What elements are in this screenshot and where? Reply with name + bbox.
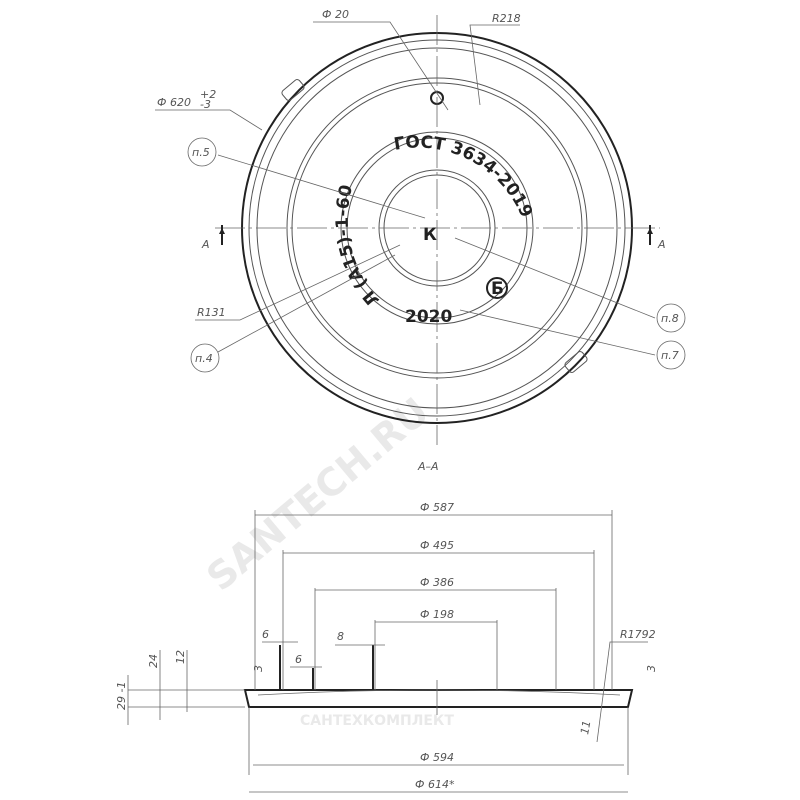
lug-bottom: [564, 351, 588, 373]
section-mark-left: А: [201, 238, 210, 251]
logo: [486, 277, 508, 299]
watermark-secondary: САНТЕХКОМПЛЕКТ: [300, 713, 454, 729]
dim-495: Ф 495: [420, 539, 454, 552]
embossed-year: 2020: [405, 307, 452, 327]
dim-radius-top: R218: [492, 12, 521, 25]
dimension-label: 8: [337, 630, 344, 643]
dimension-label: -3: [200, 98, 211, 111]
callout-4: п.4: [195, 352, 213, 365]
callout-7: п.7: [661, 349, 679, 362]
dimension-label: Б: [491, 279, 504, 299]
dim-radius-r1792: R1792: [620, 628, 656, 641]
dimension-label: 6: [295, 653, 302, 666]
section-title: А–А: [417, 460, 439, 473]
dim-614: Ф 614*: [415, 778, 455, 791]
dimension-label: 3: [252, 665, 265, 672]
callout-8: п.8: [661, 312, 679, 325]
dimension-label: 24: [147, 654, 160, 668]
dim-198: Ф 198: [420, 608, 454, 621]
dimension-label: 29 -1: [115, 682, 128, 710]
plan-view: К Л (А15)-1-60 ГОСТ 3634-2019 2020 Б Ф 2…: [155, 8, 686, 445]
lug-top: [281, 79, 305, 101]
section-mark-right: А: [657, 238, 666, 251]
dimension-label: 3: [645, 665, 658, 672]
dimension-label: 6: [262, 628, 269, 641]
callout-5: п.5: [192, 146, 210, 159]
dim-386: Ф 386: [420, 576, 454, 589]
dimension-label: +2: [200, 88, 216, 101]
embossed-class: Л (А15)-1-60: [333, 183, 384, 310]
dim-hole: Ф 20: [322, 8, 349, 21]
dimension-label: 12: [174, 650, 187, 664]
dimension-label: 11: [578, 719, 593, 735]
dim-594: Ф 594: [420, 751, 454, 764]
dim-outer: Ф 620: [157, 96, 191, 109]
dim-radius-inner: R131: [197, 306, 226, 319]
section-view: Ф 587 Ф 495 Ф 386 Ф 198 Ф 594 Ф 614* 6 6…: [115, 501, 658, 793]
svg-text:Л (А15)-1-60: Л (А15)-1-60: [333, 183, 384, 310]
center-letter: К: [423, 225, 437, 245]
dim-587: Ф 587: [420, 501, 454, 514]
